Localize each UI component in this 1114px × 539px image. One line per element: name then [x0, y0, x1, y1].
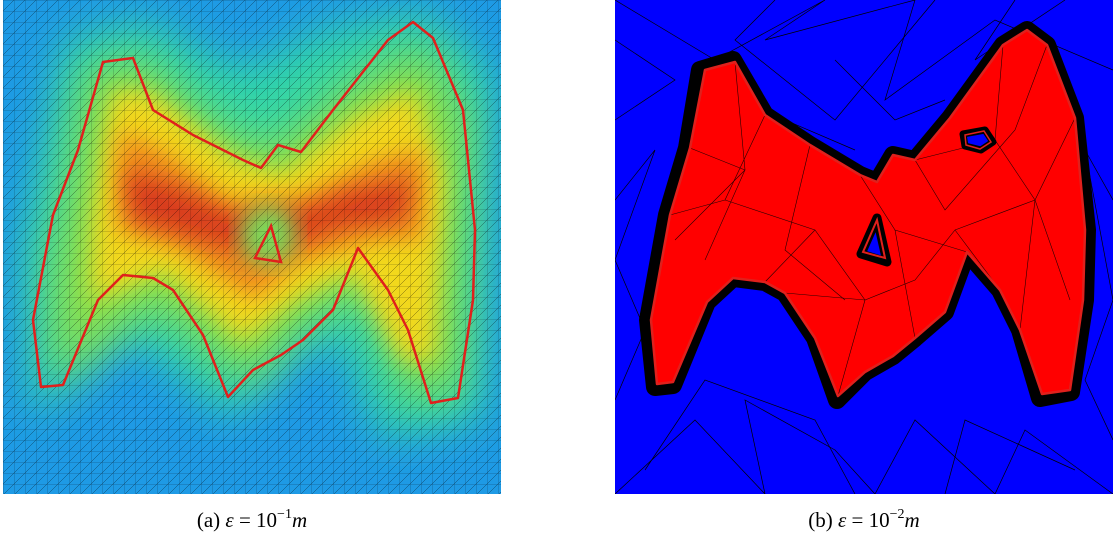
triangle-mesh-a: [3, 0, 501, 494]
boundary-contour-a: [31, 20, 477, 405]
fine-mesh-b: [669, 44, 1076, 397]
boundary-contour-b: [649, 28, 1087, 398]
coarse-mesh-b: [615, 0, 1113, 494]
region-fill-b: [651, 30, 1085, 396]
caption-a: (a) ε = 10−1m: [3, 506, 501, 534]
caption-label-a: (a): [196, 508, 221, 532]
caption-symbol-b: ε: [838, 508, 847, 532]
figure-panel-a: [3, 0, 501, 494]
caption-b: (b) ε = 10−2m: [615, 506, 1113, 534]
mesh-field-plot-b: [615, 0, 1113, 494]
inner-contour-b: [861, 216, 887, 260]
caption-base-a: 10: [256, 508, 278, 532]
caption-base-b: 10: [868, 508, 890, 532]
caption-exponent-a: −1: [277, 507, 292, 522]
figure-panel-b: [615, 0, 1113, 494]
caption-unit-a: m: [291, 508, 308, 532]
caption-equals-b: =: [851, 508, 864, 532]
inner-contour-a: [253, 222, 283, 264]
caption-exponent-b: −2: [889, 507, 905, 522]
caption-equals-a: =: [238, 508, 251, 532]
inner-contour-small: [964, 130, 993, 150]
mesh-field-plot-a: [3, 0, 501, 494]
caption-label-b: (b): [808, 508, 833, 532]
caption-unit-b: m: [904, 508, 920, 532]
caption-symbol-a: ε: [225, 508, 234, 532]
